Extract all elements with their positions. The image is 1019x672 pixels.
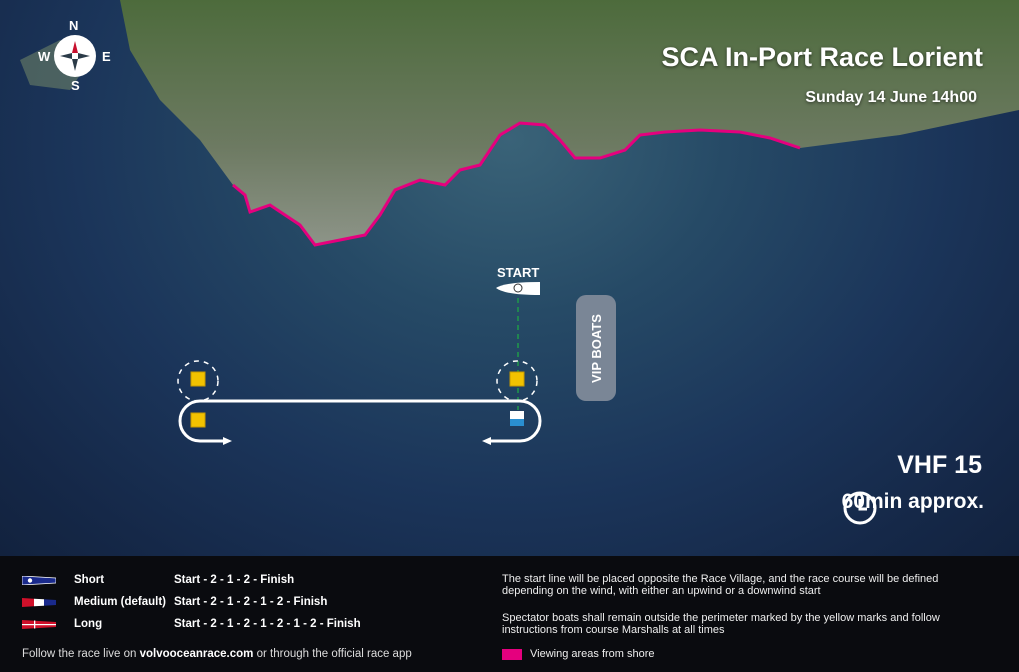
- page-title: SCA In-Port Race Lorient: [661, 42, 983, 72]
- viewing-label: Viewing areas from shore: [530, 648, 655, 660]
- vip-boats-label: VIP BOATS: [588, 313, 604, 383]
- start-line-note: The start line will be placed opposite t…: [502, 573, 939, 597]
- mark-1-left: [190, 371, 206, 387]
- compass-south: S: [71, 78, 80, 93]
- mark-2-left: [190, 412, 206, 428]
- start-mark: [510, 411, 524, 419]
- course-name: Short: [74, 574, 105, 586]
- vip-boats-area: VIP BOATS: [576, 295, 616, 401]
- duration-text: 60min approx.: [841, 490, 984, 513]
- rounding-circle: [177, 360, 219, 402]
- compass-east: E: [102, 49, 111, 64]
- compass-west: W: [38, 49, 51, 64]
- course-sequence: Start - 2 - 1 - 2 - 1 - 2 - 1 - 2 - Fini…: [174, 618, 361, 630]
- viewing-area-coastline: [232, 121, 801, 247]
- course-medium: Medium (default) Start - 2 - 1 - 2 - 1 -…: [22, 596, 327, 608]
- duration: 60min approx.: [841, 490, 984, 525]
- viewing-swatch: [502, 648, 522, 660]
- compass-north: N: [69, 18, 79, 33]
- arrow-icon: [223, 437, 232, 445]
- rounding-circle: [496, 360, 538, 402]
- committee-boat: [496, 282, 540, 295]
- red-cross-pennant-flag-icon: [22, 619, 56, 629]
- red-white-blue-pennant-flag-icon: [22, 597, 56, 607]
- arrow-icon: [482, 437, 491, 445]
- race-date: Sunday 14 June 14h00: [805, 89, 977, 106]
- website-link[interactable]: volvooceanrace.com: [139, 648, 254, 660]
- viewing-legend: Viewing areas from shore: [502, 648, 655, 660]
- course-short: Short Start - 2 - 1 - 2 - Finish: [22, 574, 294, 586]
- course-sequence: Start - 2 - 1 - 2 - Finish: [174, 574, 295, 586]
- course-name: Long: [74, 618, 103, 630]
- land-area: [120, 0, 1019, 245]
- map-graphics: [20, 0, 1019, 445]
- vhf-channel: VHF 15: [897, 451, 982, 479]
- race-map: N S W E SCA In-Port Race Lorient Sunday …: [0, 0, 1019, 556]
- start-label: START: [497, 265, 540, 280]
- course-sequence: Start - 2 - 1 - 2 - 1 - 2 - Finish: [174, 596, 328, 608]
- follow-suffix: or through the official race app: [253, 648, 412, 660]
- legend-footer: Short Start - 2 - 1 - 2 - Finish Medium …: [0, 556, 1019, 672]
- spectator-note: Spectator boats shall remain outside the…: [502, 612, 940, 636]
- mark-1-right: [509, 371, 525, 387]
- compass-icon: [54, 35, 96, 77]
- course-path: [178, 399, 542, 443]
- follow-text: Follow the race live on volvooceanrace.c…: [22, 648, 412, 660]
- timer-icon: [513, 283, 523, 293]
- course-name: Medium (default): [74, 596, 166, 608]
- clock-icon: [843, 491, 877, 525]
- follow-prefix: Follow the race live on: [22, 648, 140, 660]
- blue-pennant-flag-icon: [22, 575, 56, 585]
- course-long: Long Start - 2 - 1 - 2 - 1 - 2 - 1 - 2 -…: [22, 618, 361, 630]
